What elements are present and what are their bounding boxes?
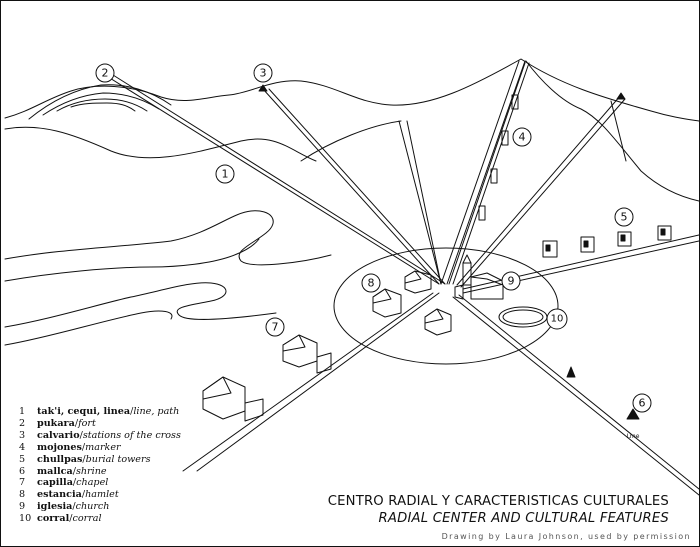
church [455, 255, 503, 299]
title-english: RADIAL CENTER AND CULTURAL FEATURES [379, 511, 669, 526]
title-spanish: CENTRO RADIAL Y CARACTERISTICAS CULTURAL… [328, 494, 669, 509]
callout-9: 9 [502, 272, 520, 290]
pukara-terraces [29, 85, 171, 119]
callout-8: 8 [362, 274, 380, 292]
svg-text:8: 8 [368, 277, 375, 290]
chullpas-towers [543, 226, 671, 257]
radial-lines [105, 61, 699, 495]
svg-text:6: 6 [639, 397, 646, 410]
shrine-marker [567, 367, 575, 377]
callout-3: 3 [254, 64, 272, 82]
callout-2: 2 [96, 64, 114, 82]
callout-4: 4 [513, 128, 531, 146]
chapel-upper [283, 335, 331, 373]
svg-text:2: 2 [102, 67, 109, 80]
chapel-lower [203, 377, 263, 421]
callout-1: 1 [216, 165, 234, 183]
callout-6: 6 [633, 394, 651, 412]
svg-text:4: 4 [519, 131, 526, 144]
svg-text:10: 10 [551, 314, 564, 325]
callout-7: 7 [266, 318, 284, 336]
callout-5: 5 [615, 208, 633, 226]
drawing-credit: Drawing by Laura Johnson, used by permis… [442, 532, 691, 541]
svg-text:7: 7 [272, 321, 279, 334]
artist-signature: Lme [627, 433, 640, 440]
hill-left-front [5, 127, 316, 161]
svg-text:3: 3 [260, 67, 267, 80]
hill-right-slope [611, 101, 626, 161]
callout-10: 10 [547, 309, 567, 329]
central-plaza [334, 248, 558, 364]
svg-text:9: 9 [508, 275, 515, 288]
svg-text:5: 5 [621, 211, 628, 224]
calvario-peak-right [617, 93, 625, 99]
hill-right-ridge [526, 61, 699, 201]
svg-text:1: 1 [222, 168, 229, 181]
